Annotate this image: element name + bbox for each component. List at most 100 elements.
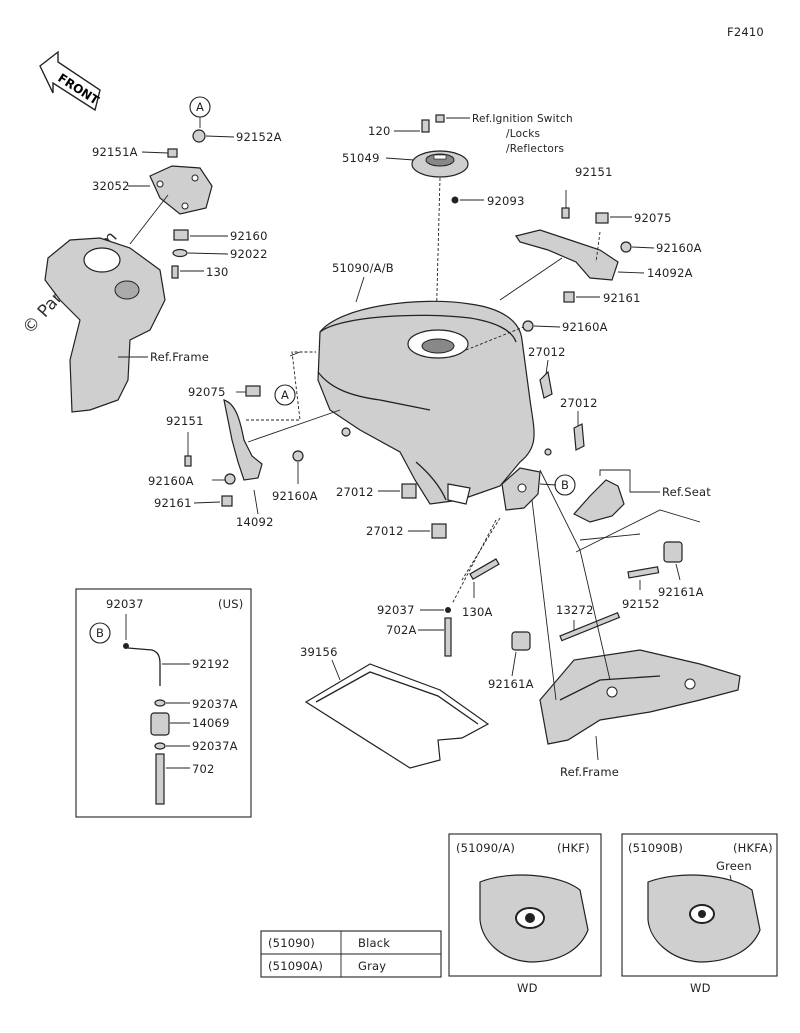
label-92161-left: 92161 [154,496,192,510]
variant-2-code: (51090B) [628,841,683,855]
label-us-92037A-2: 92037A [192,739,238,753]
label-92151A: 92151A [92,145,138,159]
rubber-92161A-left [511,631,531,651]
variant-2-market: (HKFA) [733,841,773,855]
label-ref-locks: /Locks [506,128,540,140]
label-32052: 32052 [92,179,130,193]
color-table: (51090) Black (51090A) Gray [260,930,442,978]
label-92037-center: 92037 [377,603,415,617]
label-ref-reflectors: /Reflectors [506,143,564,155]
color-row-1-color: Black [358,936,390,950]
variant-box-hkfa: (51090B) (HKFA) Green WD [621,833,778,995]
diagram-code: F2410 [727,25,764,39]
variant-1-market: (HKF) [557,841,590,855]
label-27012-c1: 27012 [336,485,374,499]
bolt-130 [171,265,179,279]
label-51049: 51049 [342,151,380,165]
label-ref-seat: Ref.Seat [662,485,711,499]
label-92022: 92022 [230,247,268,261]
rubber-92160 [173,229,189,241]
hose-702A [444,617,452,657]
callout-b-tank: B [561,478,569,492]
sticker-27012-c1 [401,483,417,499]
label-13272: 13272 [556,603,594,617]
fuel-tank-group: 51090/A/B [246,257,563,505]
washer-92022 [172,248,188,258]
collar-92152-right [627,566,660,579]
variant-2-footer: WD [690,981,711,995]
label-92160-top: 92160 [230,229,268,243]
callout-b-circle [554,474,576,496]
label-92151-left: 92151 [166,414,204,428]
fuel-cap-group: 120 Ref.Ignition Switch /Locks /Reflecto… [342,113,573,331]
label-us-702: 702 [192,762,215,776]
label-92160A-left: 92160A [148,474,194,488]
nut-92161-right [563,291,575,303]
label-51090AB: 51090/A/B [332,261,394,275]
variant-2-note: Green [716,859,752,873]
callout-a-top: A [196,100,204,114]
front-arrow-icon: FRONT [39,50,102,112]
label-92160A-mid: 92160A [562,320,608,334]
label-14092: 14092 [236,515,274,529]
label-us-92192: 92192 [192,657,230,671]
damper-92075-left [245,385,261,397]
label-ref-ignition: Ref.Ignition Switch [472,113,573,125]
color-row-1-code: (51090) [268,936,315,950]
label-92161A-right: 92161A [658,585,704,599]
mat-39156 [304,663,490,769]
us-box-title: (US) [218,597,244,611]
variant-1-footer: WD [517,981,538,995]
label-14092A: 14092A [647,266,693,280]
bolt-130A [469,558,500,581]
sticker-27012-r1 [539,370,553,399]
rod-13272 [559,611,621,642]
us-detail-box: (US) 92037 B 92192 92037A 14069 92037A 7… [75,588,252,818]
label-92161-right: 92161 [603,291,641,305]
label-92161A-left: 92161A [488,677,534,691]
variant-1-code: (51090/A) [456,841,515,855]
fuel-tank-51090 [317,300,535,505]
label-39156: 39156 [300,645,338,659]
label-92160A-right: 92160A [656,241,702,255]
sticker-27012-r2 [573,423,585,451]
color-row-2-color: Gray [358,959,386,973]
label-120: 120 [368,124,391,138]
left-bracket-group: 92075 92151 92160A 92161 14092 92160A [148,385,341,529]
rubber-92160A-mid [522,320,534,332]
hose-702 [155,753,165,805]
screw-120 [421,119,430,133]
callout-a-tank-circle [274,384,296,406]
label-us-14069: 14069 [192,716,230,730]
sticker-27012-c2 [431,523,447,539]
lower-parts-group: 130A 92037 702A 13272 92152 92161A 92161… [300,469,741,779]
variant-box-hkf: (51090/A) (HKF) WD [448,833,602,995]
label-ref-frame-right: Ref.Frame [560,765,619,779]
color-row-2-code: (51090A) [268,959,323,973]
label-92151-right: 92151 [575,165,613,179]
separator-14069 [150,712,170,736]
bracket-14092 [223,399,263,481]
collar-92152A [192,129,206,143]
callout-b-us: B [96,626,104,640]
label-92152A: 92152A [236,130,282,144]
label-130A: 130A [462,605,493,619]
label-27012-r2: 27012 [560,396,598,410]
label-us-92037A-1: 92037A [192,697,238,711]
label-27012-r1: 27012 [528,345,566,359]
frame-front-section [44,237,166,413]
oring-92093 [451,196,459,204]
damper-92075-right [595,212,609,224]
label-92075-right: 92075 [634,211,672,225]
rubber-92161A-right [663,541,683,563]
rubber-92160A-right [620,241,632,253]
bracket-14092A [515,229,619,281]
rear-frame [539,649,741,745]
seat-lock-assembly [573,479,625,523]
front-bracket-group: A 92152A 92151A 32052 92160 92022 130 Re… [44,96,282,413]
us-box-frame [75,588,252,818]
rear-bracket-group: 92151 92075 92160A 14092A 92161 [515,165,702,305]
label-92152-right: 92152 [622,597,660,611]
label-ref-frame-left: Ref.Frame [150,350,209,364]
